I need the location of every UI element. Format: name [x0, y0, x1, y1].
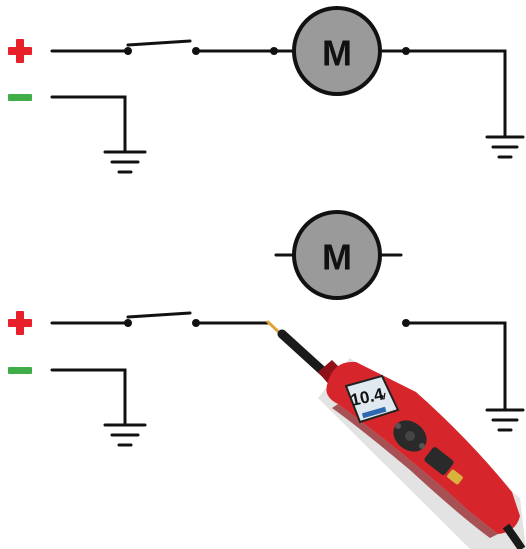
- motor-label: M: [322, 33, 352, 74]
- ground-icon-left: [103, 150, 147, 174]
- switch-blade: [126, 311, 192, 319]
- negative-terminal-icon: [8, 94, 32, 101]
- return-wire: [404, 321, 507, 412]
- motor-icon: M: [292, 210, 382, 300]
- probe-shaft: [277, 329, 331, 379]
- probe-body-edge: [332, 404, 498, 538]
- probe-unit: V: [379, 391, 387, 402]
- ground-icon-left: [103, 423, 147, 447]
- probe-keypad: [393, 420, 463, 485]
- switch-blade: [126, 39, 192, 47]
- negative-terminal-icon: [8, 367, 32, 374]
- motor-label: M: [322, 237, 352, 278]
- positive-terminal-icon: [8, 39, 32, 63]
- switch-pivot-node: [124, 47, 132, 55]
- top-circuit: M: [8, 6, 525, 174]
- ground-icon-right: [485, 408, 525, 432]
- probe-cable: [502, 523, 526, 549]
- power-probe-tester: 10.4 V: [266, 320, 526, 549]
- probe-screen-stripe: [361, 406, 387, 419]
- negative-wire: [50, 95, 127, 154]
- negative-wire: [50, 368, 127, 427]
- positive-terminal-icon: [8, 311, 32, 335]
- bottom-circuit: M: [8, 210, 525, 447]
- ground-icon-right: [485, 135, 525, 159]
- switch-pivot-node: [124, 319, 132, 327]
- motor-icon: M: [292, 6, 382, 96]
- return-wire: [404, 49, 507, 139]
